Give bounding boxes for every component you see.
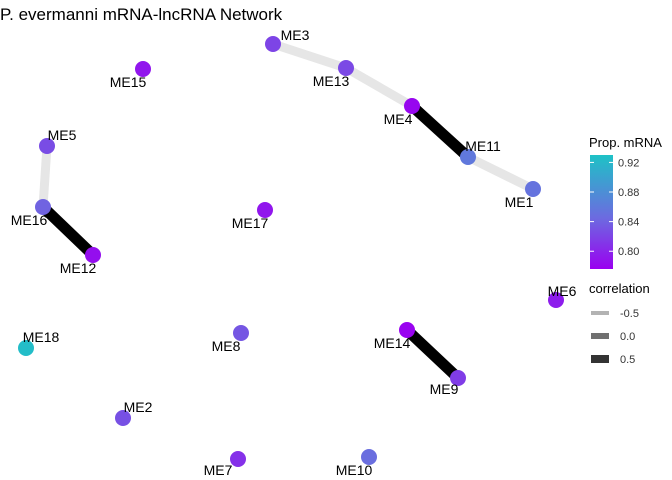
node-me18[interactable] (18, 340, 34, 356)
node-me12[interactable] (85, 247, 101, 263)
node-label-me16: ME16 (11, 212, 48, 228)
node-me8[interactable] (233, 325, 249, 341)
node-label-me7: ME7 (204, 462, 233, 478)
node-label-me18: ME18 (23, 329, 60, 345)
node-label-me12: ME12 (60, 260, 97, 276)
edge-me11-me1 (466, 152, 535, 194)
edge-me13-me4 (343, 64, 415, 110)
node-me5[interactable] (39, 138, 55, 154)
correlation-legend-label: 0.5 (620, 354, 635, 366)
node-me13[interactable] (338, 60, 354, 76)
color-legend-tick-label: 0.84 (618, 217, 639, 229)
node-label-me3: ME3 (281, 27, 310, 43)
color-legend-bar (590, 155, 613, 269)
node-label-me13: ME13 (313, 73, 350, 89)
node-me2[interactable] (115, 410, 131, 426)
node-label-me2: ME2 (124, 399, 153, 415)
correlation-legend-label: -0.5 (620, 308, 639, 320)
correlation-legend-items: -0.5 0.0 0.5 (591, 308, 639, 366)
node-label-me10: ME10 (336, 462, 373, 478)
node-labels-layer: ME1ME2ME3ME4ME5ME6ME7ME8ME9ME10ME11ME12M… (11, 27, 577, 478)
correlation-legend-label: 0.0 (620, 331, 635, 343)
edge-me14-me9 (403, 325, 462, 383)
color-legend: Prop. mRNA 0.92 0.88 0.84 0.80 (589, 135, 662, 269)
node-label-me11: ME11 (465, 138, 501, 154)
node-label-me6: ME6 (548, 283, 577, 299)
node-label-me5: ME5 (48, 127, 77, 143)
node-me6[interactable] (548, 292, 564, 308)
nodes-layer (18, 36, 564, 467)
node-me15[interactable] (135, 61, 151, 77)
node-label-me8: ME8 (212, 338, 241, 354)
node-me17[interactable] (257, 202, 273, 218)
color-legend-title: Prop. mRNA (589, 135, 662, 150)
color-legend-tick-label: 0.88 (618, 187, 639, 199)
node-me9[interactable] (450, 370, 466, 386)
color-legend-tick-label: 0.92 (618, 157, 639, 169)
edge-me4-me11 (408, 101, 472, 162)
node-label-me14: ME14 (374, 335, 411, 351)
node-me10[interactable] (361, 449, 377, 465)
edge-me3-me13 (271, 39, 348, 73)
node-me4[interactable] (404, 98, 420, 114)
node-me14[interactable] (399, 322, 415, 338)
node-label-me9: ME9 (430, 381, 459, 397)
node-label-me1: ME1 (505, 194, 534, 210)
node-me11[interactable] (460, 149, 476, 165)
color-legend-tick-label: 0.80 (618, 246, 639, 258)
node-me1[interactable] (525, 181, 541, 197)
correlation-legend: correlation -0.5 0.0 0.5 (589, 281, 650, 366)
node-me3[interactable] (265, 36, 281, 52)
node-label-me17: ME17 (232, 215, 269, 231)
correlation-legend-title: correlation (589, 281, 650, 296)
node-label-me4: ME4 (384, 111, 413, 127)
edges-layer (38, 39, 535, 383)
node-label-me15: ME15 (110, 74, 147, 90)
node-me7[interactable] (230, 451, 246, 467)
plot-title: P. evermanni mRNA-lncRNA Network (0, 5, 283, 24)
edge-me16-me12 (39, 203, 97, 259)
edge-me5-me16 (38, 145, 52, 208)
color-legend-ticks: 0.92 0.88 0.84 0.80 (590, 157, 639, 258)
node-me16[interactable] (35, 199, 51, 215)
